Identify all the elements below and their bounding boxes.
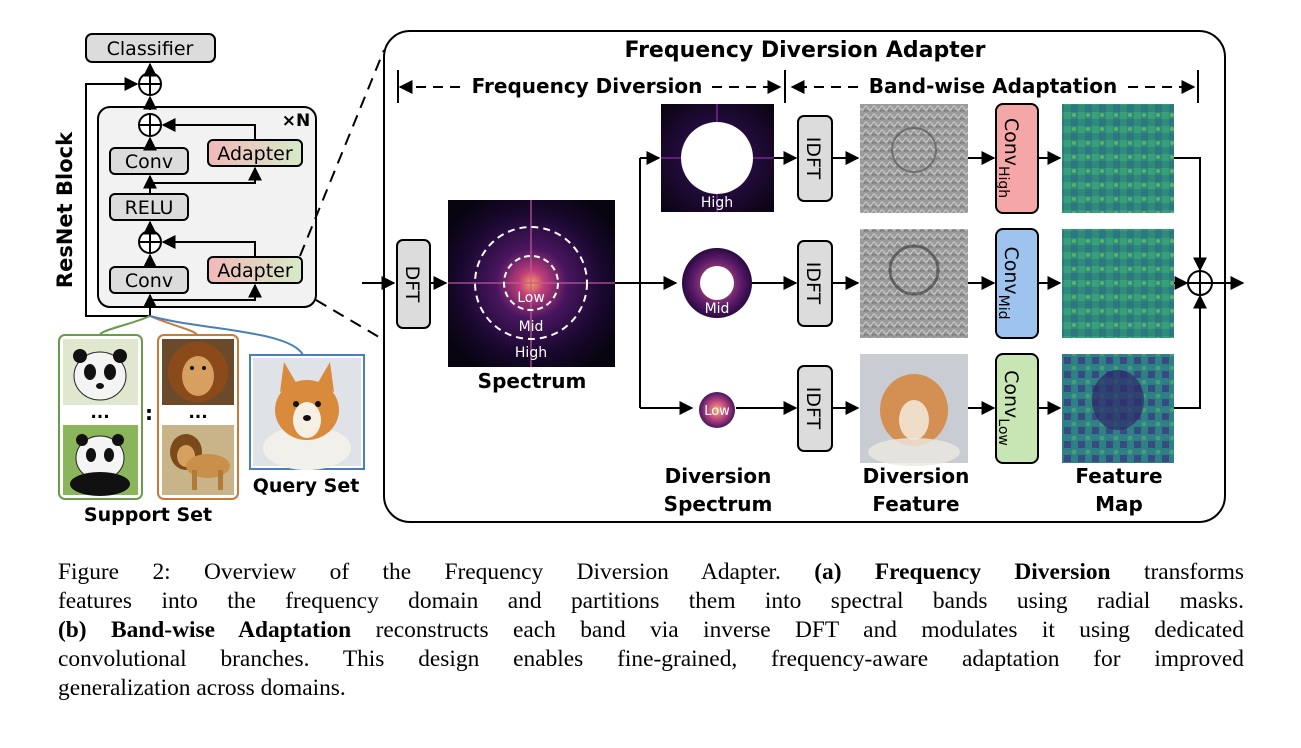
caption-line-2: features into the frequency domain and p… — [58, 588, 1244, 614]
spectrum-low-label: Low — [517, 290, 545, 306]
low-band-label: Low — [704, 404, 730, 419]
feature-map-high — [1062, 104, 1174, 213]
section-1-label: Frequency Diversion — [472, 74, 703, 98]
col2-caption-line1: Diversion — [863, 464, 970, 488]
support-set-label: Support Set — [84, 504, 212, 526]
dft-box — [396, 239, 431, 329]
feature-map-mid — [1062, 229, 1174, 338]
mid-band-label: Mid — [705, 301, 730, 317]
relu-label: RELU — [125, 197, 174, 219]
col1-caption-line1: Diversion — [665, 464, 772, 488]
low-band-image — [699, 392, 735, 428]
support-ellipsis-2: ... — [188, 403, 207, 423]
resnet-section: Classifier ×N ResNet Block Conv Adapter … — [53, 33, 317, 317]
col3-caption-line1: Feature — [1075, 464, 1162, 488]
support-ellipsis-1: ... — [90, 403, 109, 423]
conv-high-label: ConvHigh — [995, 118, 1022, 198]
support-separator: : — [145, 401, 153, 425]
fda-panel: Frequency Diversion Adapter Frequency Di… — [362, 30, 1245, 523]
idft-label-mid: IDFT — [802, 262, 824, 305]
fda-diagram: Classifier ×N ResNet Block Conv Adapter … — [53, 30, 1245, 526]
col3-caption-line2: Map — [1095, 492, 1143, 516]
caption-line-5: generalization across domains. — [58, 675, 346, 701]
spectrum-mid-label: Mid — [519, 319, 544, 335]
zoom-line-bottom — [315, 299, 385, 341]
spectrum-caption: Spectrum — [478, 369, 587, 393]
resnet-block-label: ResNet Block — [53, 131, 77, 288]
col1-caption-line2: Spectrum — [664, 492, 773, 516]
dft-label: DFT — [401, 266, 423, 303]
classifier-label: Classifier — [107, 38, 194, 60]
zoom-line-top — [299, 49, 385, 257]
fda-title: Frequency Diversion Adapter — [624, 38, 985, 63]
query-set-label: Query Set — [253, 475, 360, 497]
repeat-n-label: ×N — [282, 111, 310, 131]
caption-line-1: Figure 2: Overview of the Frequency Dive… — [58, 559, 1244, 585]
adapter-bottom-label: Adapter — [217, 260, 293, 282]
conv-low-label: ConvLow — [995, 370, 1022, 446]
figure-caption: Figure 2: Overview of the Frequency Dive… — [58, 558, 1244, 703]
support-set: ... : ... Support Set — [58, 334, 239, 526]
feature-high-image — [860, 104, 968, 213]
caption-line-3: (b) Band-wise Adaptation reconstructs ea… — [58, 617, 1244, 643]
high-band-label: High — [701, 195, 733, 211]
adapter-top-label: Adapter — [217, 143, 293, 165]
query-set: Query Set — [249, 354, 365, 497]
spectrum-high-label: High — [515, 345, 547, 361]
classifier-box — [85, 33, 216, 63]
section-2-label: Band-wise Adaptation — [869, 74, 1117, 98]
col2-caption-line2: Feature — [872, 492, 959, 516]
caption-line-4: convolutional branches. This design enab… — [58, 646, 1244, 672]
idft-label-low: IDFT — [802, 387, 824, 430]
idft-label-high: IDFT — [802, 137, 824, 180]
conv-mid-label: ConvMid — [995, 246, 1022, 319]
conv-top-label: Conv — [125, 151, 173, 173]
conv-bottom-label: Conv — [125, 270, 173, 292]
